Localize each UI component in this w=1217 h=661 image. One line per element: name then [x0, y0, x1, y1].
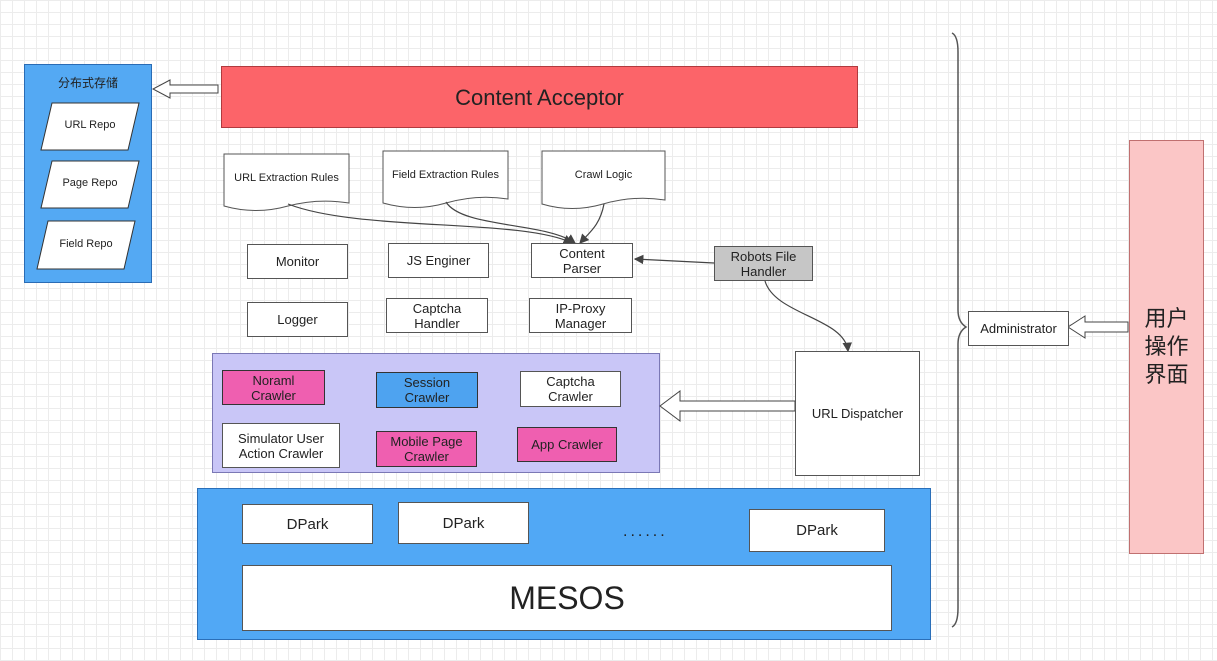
dpark-ellipsis: ...... [623, 523, 668, 540]
url-repo-shape [40, 102, 140, 151]
dpark-box-2: DPark [398, 502, 529, 544]
ui-to-admin-arrow [1067, 315, 1129, 339]
simulator-user-action-crawler-box: Simulator User Action Crawler [222, 423, 340, 468]
url-dispatcher-box: URL Dispatcher [795, 351, 920, 476]
content-acceptor: Content Acceptor [221, 66, 858, 128]
robots-file-handler-box: Robots File Handler [714, 246, 813, 281]
crawl-logic-connector [579, 203, 605, 244]
field-repo-shape [36, 220, 136, 270]
crawl-logic-label: Crawl Logic [574, 169, 633, 181]
captcha-crawler-box: Captcha Crawler [520, 371, 621, 407]
user-interface-panel: 用户操作界面 [1129, 140, 1204, 554]
js-engine-box: JS Enginer [388, 243, 489, 278]
content-parser-box: Content Parser [531, 243, 633, 278]
administrator-box: Administrator [968, 311, 1069, 346]
dispatcher-to-crawlers-arrow [659, 390, 796, 422]
dpark-box-1: DPark [242, 504, 373, 544]
url-rules-connector [287, 203, 574, 244]
url-extraction-rules-label: URL Extraction Rules [234, 172, 339, 184]
page-repo-shape [40, 160, 140, 209]
logger-box: Logger [247, 302, 348, 337]
normal-crawler-box: Noraml Crawler [222, 370, 325, 405]
page-repo: Page Repo [62, 177, 118, 189]
app-crawler-box: App Crawler [517, 427, 617, 462]
storage-title: 分布式存储 [57, 76, 118, 90]
field-rules-connector [445, 201, 576, 244]
url-extraction-rules-doc [223, 153, 350, 211]
administrator-bracket [951, 32, 968, 628]
robots-to-parser-arrow [633, 254, 715, 265]
crawl-logic-doc [541, 150, 666, 209]
field-extraction-rules-label: Field Extraction Rules [392, 169, 499, 181]
mesos-box: MESOS [242, 565, 892, 631]
field-repo: Field Repo [59, 238, 113, 250]
captcha-handler-box: Captcha Handler [386, 298, 488, 333]
url-repo: URL Repo [64, 119, 116, 131]
mobile-page-crawler-box: Mobile Page Crawler [376, 431, 477, 467]
robots-to-dispatcher-arrow [764, 280, 853, 353]
ip-proxy-manager-box: IP-Proxy Manager [529, 298, 632, 333]
monitor-box: Monitor [247, 244, 348, 279]
session-crawler-box: Session Crawler [376, 372, 478, 408]
acceptor-to-storage-arrow [151, 79, 219, 99]
dpark-box-3: DPark [749, 509, 885, 552]
